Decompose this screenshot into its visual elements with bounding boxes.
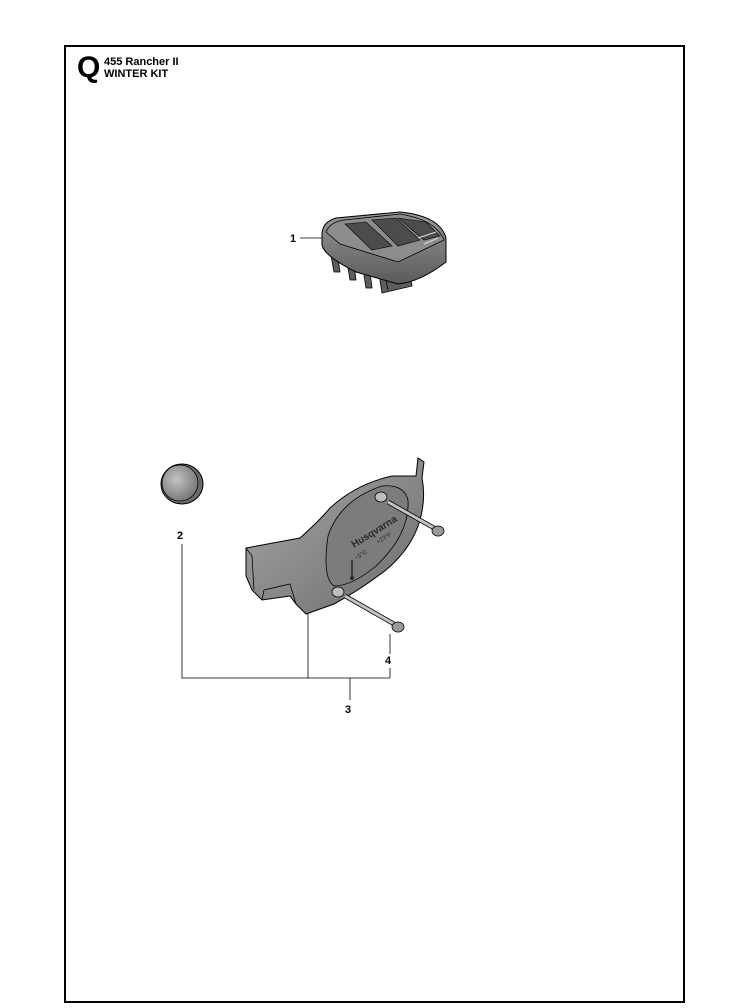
kit-title: WINTER KIT [104, 68, 169, 80]
part-number-2: 2 [177, 530, 183, 542]
section-letter: Q [77, 51, 101, 84]
part-2-plug [160, 463, 204, 505]
part-number-4: 4 [385, 655, 392, 667]
part-3-side-cover: Husqvarna −5°C +23°F [245, 457, 425, 615]
page-frame [64, 45, 685, 1003]
part-number-1: 1 [290, 233, 296, 245]
part-4-screws [343, 500, 445, 633]
part-number-3: 3 [345, 704, 351, 716]
leader-lines [181, 237, 391, 700]
model-name: 455 Rancher II [104, 56, 179, 68]
part-1-intake-cover [321, 211, 447, 294]
